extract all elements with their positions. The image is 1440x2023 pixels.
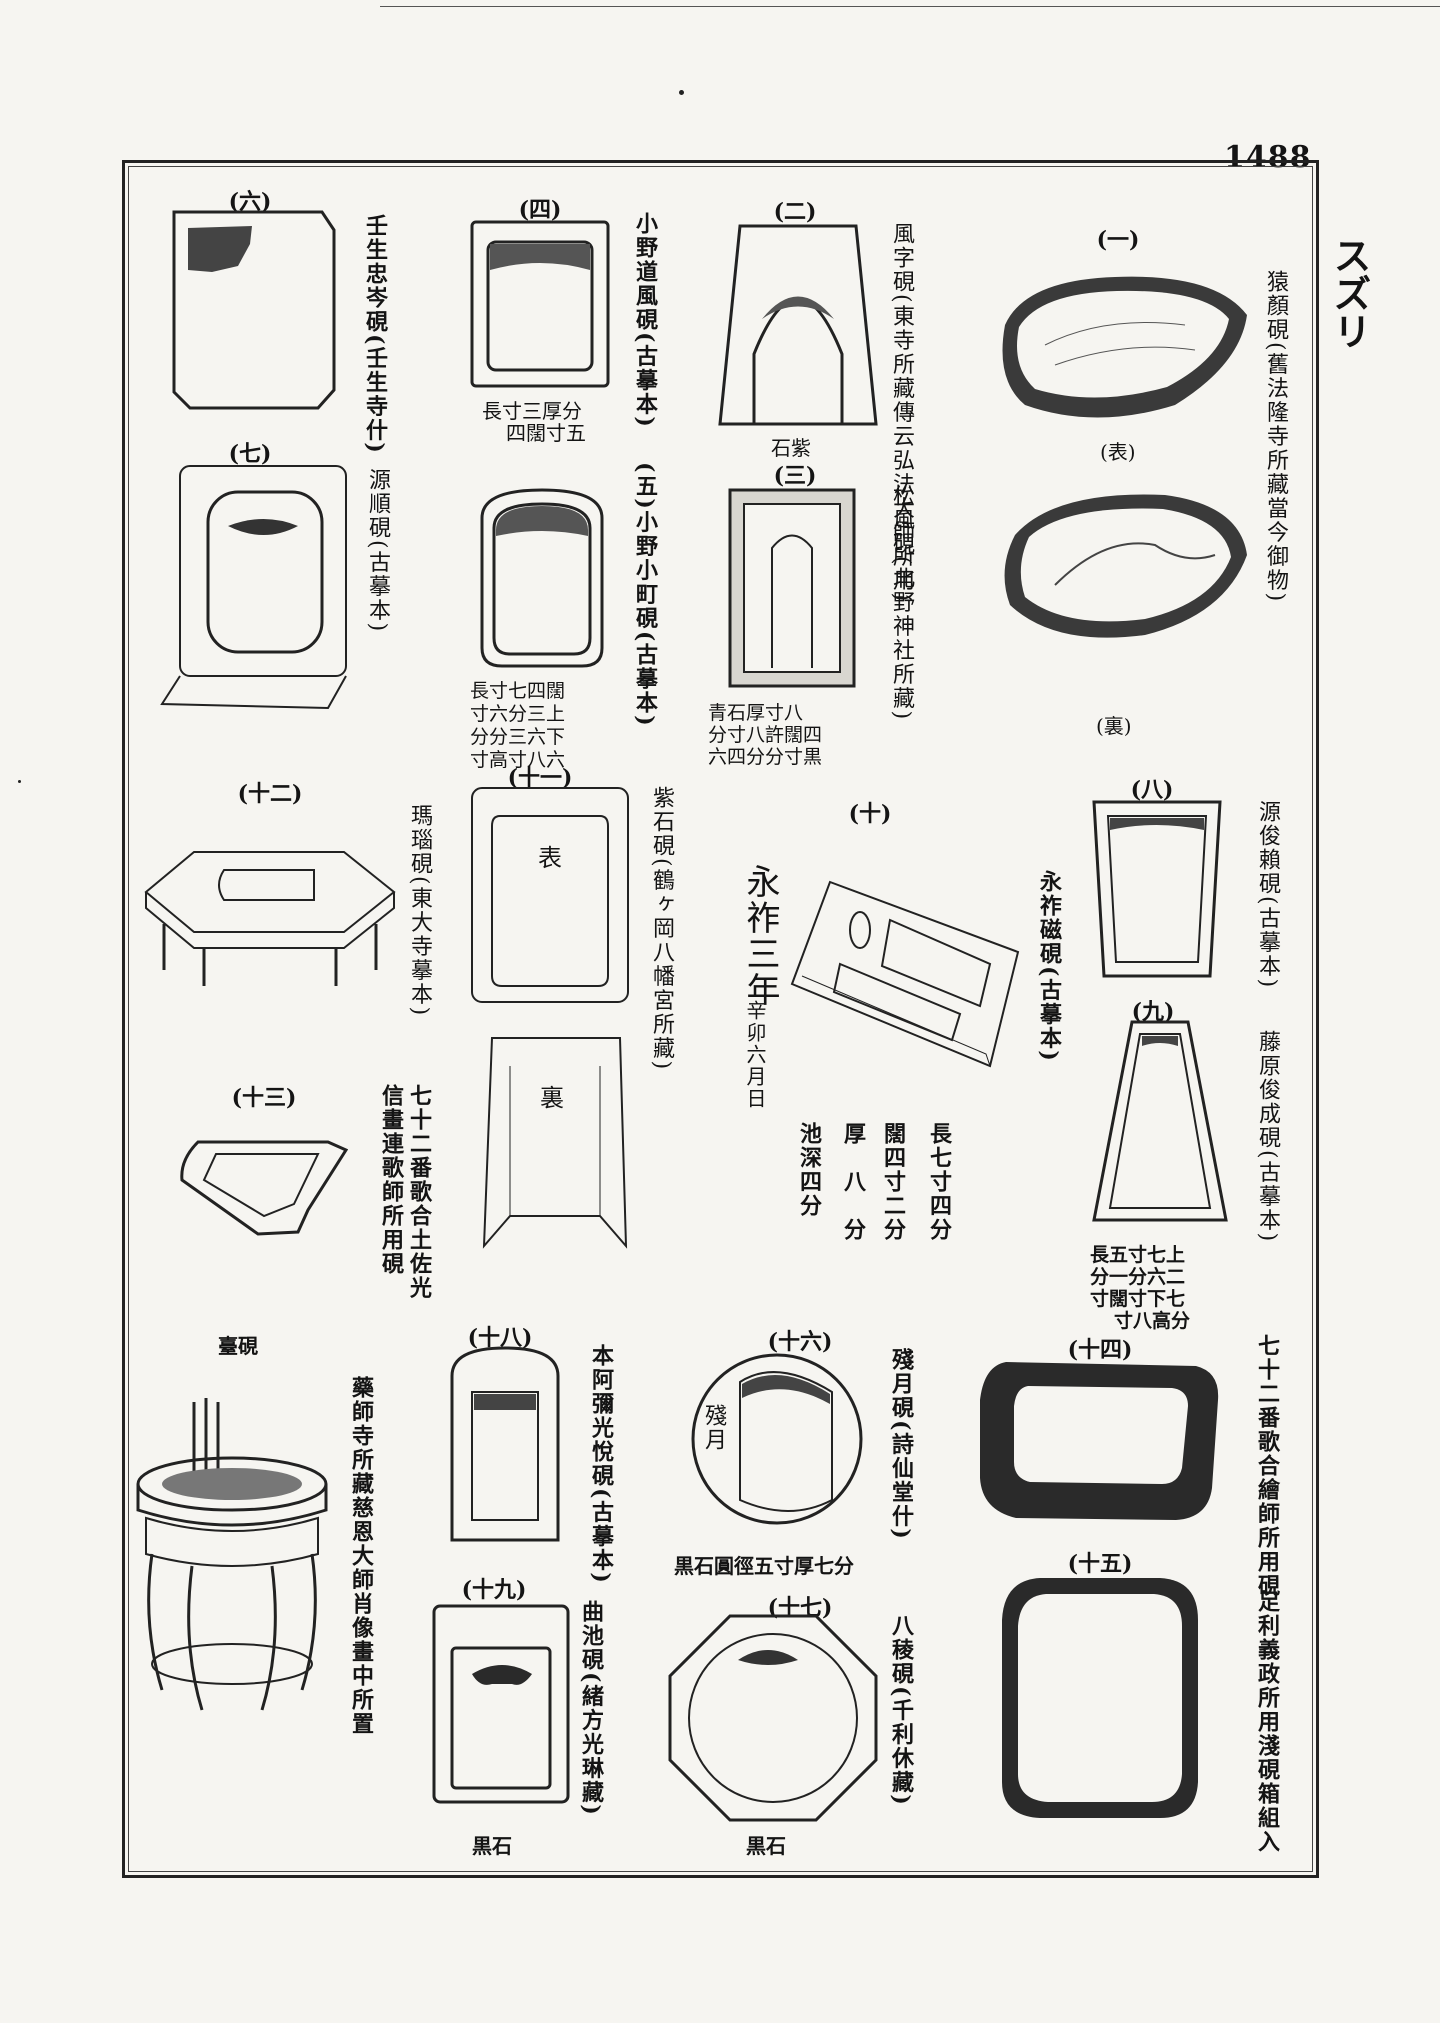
page-frame-inner xyxy=(128,166,1313,1872)
item-16-number: (十六) xyxy=(767,1329,833,1355)
item-14-number: (十四) xyxy=(1067,1337,1133,1363)
item-7-figure xyxy=(160,464,350,712)
item-2-number: (二) xyxy=(773,199,817,225)
item-19-caption: 曲池硯(緒方光琳藏) xyxy=(578,1600,604,1817)
item-18-figure xyxy=(450,1346,560,1542)
item-17-caption: 八稜硯(千利休藏) xyxy=(888,1614,914,1807)
item-7-caption: 源順硯(古摹本) xyxy=(365,468,390,634)
item-5-caption: (五)小野小町硯(古摹本) xyxy=(632,462,658,728)
item-1-face-figure xyxy=(985,255,1257,435)
item-1-caption: 猿顏硯(舊法隆寺所藏當今御物) xyxy=(1263,270,1288,604)
page-number: 1488 xyxy=(1224,140,1312,175)
item-11-number: (十一) xyxy=(507,765,573,791)
item-20-figure xyxy=(132,1394,328,1714)
item-13-caption-2: 信畫連歌師所用硯 xyxy=(378,1084,404,1276)
item-1-number: (一) xyxy=(1096,227,1140,253)
item-11-face-label: 表 xyxy=(538,844,562,872)
item-6-figure xyxy=(172,210,336,410)
item-12-number: (十二) xyxy=(237,781,303,807)
item-5-figure xyxy=(472,488,612,668)
item-3-number: (三) xyxy=(773,463,817,489)
item-3-figure xyxy=(728,488,856,688)
item-8-caption: 源俊賴硯(古摹本) xyxy=(1255,800,1280,990)
item-2-note: 石紫 xyxy=(771,436,811,460)
item-15-figure xyxy=(1000,1576,1200,1820)
item-5-measure: 長寸七四闊寸六分三上分分三六下寸高寸八六 xyxy=(470,680,566,771)
item-20-title: 臺硯 xyxy=(218,1334,258,1358)
item-11-face-figure xyxy=(470,786,630,1004)
item-8-figure xyxy=(1092,800,1222,978)
item-11-back-figure xyxy=(480,1036,630,1256)
item-19-figure xyxy=(432,1604,570,1804)
item-13-caption-1: 七十二番歌合土佐光 xyxy=(406,1084,432,1300)
page-frame xyxy=(122,160,1319,1878)
item-11-caption: 紫石硯(鶴ヶ岡八幡宮所藏) xyxy=(649,786,674,1072)
item-12-caption: 瑪瑙硯(東大寺摹本) xyxy=(407,804,432,1018)
item-10-figure xyxy=(790,880,1020,1070)
item-6-caption: 壬生忠岑硯(壬生寺什) xyxy=(362,214,388,455)
item-10-caption: 永祚磁硯(古摹本) xyxy=(1036,870,1062,1063)
item-2-caption: 風字硯(東寺所藏傳云弘法大師所用) xyxy=(889,222,914,604)
item-11-back-label: 裏 xyxy=(540,1084,564,1112)
section-title: スズリ xyxy=(1327,236,1371,350)
item-9-measure: 長五寸七上分一分六二寸闊寸下七寸八高分 xyxy=(1090,1244,1191,1332)
item-10-number: (十) xyxy=(848,801,892,827)
item-4-number: (四) xyxy=(518,197,562,223)
item-20-caption: 藥師寺所藏慈恩大師肖像畫中所置 xyxy=(348,1376,374,1736)
item-9-caption: 藤原俊成硯(古摹本) xyxy=(1255,1030,1280,1244)
item-14-caption: 七十二番歌合繪師所用硯 xyxy=(1254,1334,1280,1598)
item-3-measure: 青石厚寸八分寸八許闊四六四分分寸黒 xyxy=(708,702,823,768)
item-9-figure xyxy=(1092,1020,1228,1222)
item-19-note: 黒石 xyxy=(472,1834,512,1858)
item-10-inscription: 永祚三年 xyxy=(740,864,780,1008)
item-1-side-bottom: (裏) xyxy=(1096,714,1132,738)
item-13-number: (十三) xyxy=(231,1085,297,1111)
item-19-number: (十九) xyxy=(461,1577,527,1603)
item-14-figure xyxy=(976,1360,1222,1522)
item-3-caption: 松風硯(北野神社所藏) xyxy=(889,484,914,722)
item-16-measure: 黒石圓徑五寸厚七分 xyxy=(674,1554,854,1578)
item-10-inscription-date: 辛卯六月日 xyxy=(743,1000,767,1110)
item-4-caption: 小野道風硯(古摹本) xyxy=(632,212,658,429)
item-7-number: (七) xyxy=(228,441,272,467)
item-15-caption: 足利義政所用淺硯箱組入 xyxy=(1254,1590,1280,1854)
item-16-figure xyxy=(690,1352,864,1526)
item-4-figure xyxy=(470,220,610,388)
stray-mark xyxy=(18,780,21,783)
item-17-note: 黒石 xyxy=(746,1834,786,1858)
item-18-caption: 本阿彌光悅硯(古摹本) xyxy=(588,1344,614,1585)
item-8-number: (八) xyxy=(1130,777,1174,803)
item-17-figure xyxy=(668,1614,878,1822)
item-15-number: (十五) xyxy=(1067,1551,1133,1577)
item-16-caption: 殘月硯(詩仙堂什) xyxy=(888,1348,914,1541)
item-2-figure xyxy=(718,224,878,426)
item-1-side-top: (表) xyxy=(1100,440,1136,464)
item-13-figure xyxy=(178,1140,348,1240)
stray-mark xyxy=(679,90,684,95)
item-1-back-figure xyxy=(985,475,1257,655)
item-4-measure: 長寸三厚分四闊寸五 xyxy=(482,399,586,445)
top-rule xyxy=(380,6,1440,7)
item-12-figure xyxy=(144,850,396,990)
item-16-inner-label: 殘月 xyxy=(701,1404,726,1452)
